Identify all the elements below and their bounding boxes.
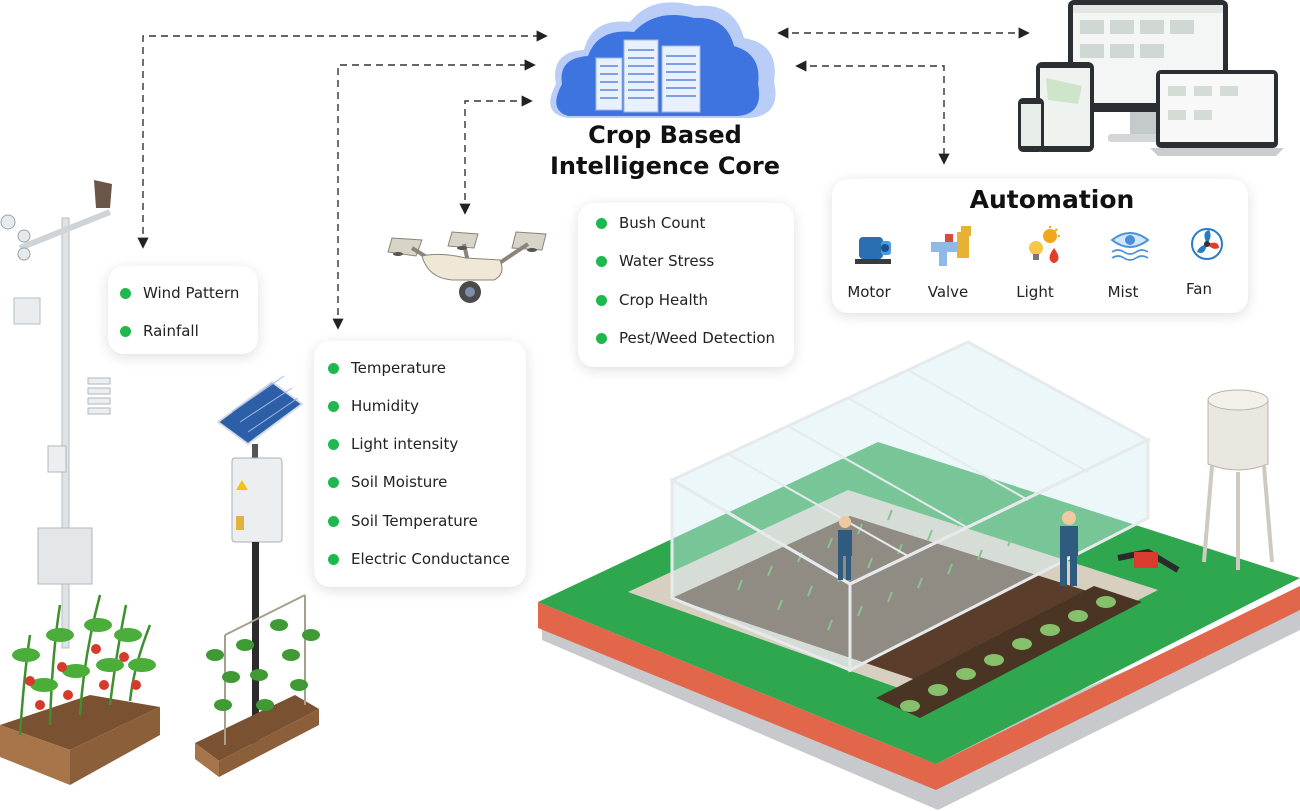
- fan-icon: [1191, 228, 1223, 260]
- tomato-plants-icon: [0, 594, 160, 785]
- list-item: Soil Temperature: [328, 512, 478, 530]
- item-label: Bush Count: [619, 214, 706, 232]
- farmer-icon: [838, 516, 852, 580]
- list-item: Electric Conductance: [328, 550, 510, 568]
- bullet-icon: [328, 362, 339, 374]
- list-item: Wind Pattern: [120, 284, 239, 302]
- bullet-icon: [328, 400, 339, 412]
- bean-plants-icon: [195, 594, 320, 777]
- item-label: Humidity: [351, 397, 420, 415]
- bullet-icon: [596, 217, 607, 229]
- list-item: Light intensity: [328, 435, 458, 453]
- farmer-icon: [1060, 511, 1078, 586]
- automation-card: Automation: [832, 179, 1248, 313]
- item-label: Rainfall: [143, 322, 199, 340]
- solar-sensor-icon: [216, 375, 304, 752]
- item-label: Wind Pattern: [143, 284, 240, 302]
- bullet-icon: [596, 255, 607, 267]
- drone-connector: [459, 95, 533, 215]
- weather-connector: [137, 30, 548, 249]
- automation-connector: [795, 60, 950, 165]
- mist-icon: [1110, 232, 1150, 261]
- item-label: Pest/Weed Detection: [619, 329, 776, 347]
- list-item: Soil Moisture: [328, 473, 447, 491]
- motor-icon: [855, 237, 891, 264]
- list-item: Pest/Weed Detection: [596, 329, 775, 347]
- item-label: Soil Temperature: [351, 512, 478, 530]
- greenhouse-scene-icon: [538, 340, 1300, 810]
- weather-card: Wind Pattern Rainfall: [108, 266, 258, 354]
- list-item: Temperature: [328, 359, 446, 377]
- bullet-icon: [596, 294, 607, 306]
- automation-label-mist: Mist: [1107, 283, 1139, 301]
- cloud-core-icon: [550, 2, 776, 118]
- core-title-line2: Intelligence Core: [549, 152, 781, 180]
- automation-label-fan: Fan: [1186, 280, 1212, 298]
- water-tank-icon: [1202, 389, 1274, 570]
- bullet-icon: [328, 553, 339, 565]
- item-label: Water Stress: [619, 252, 715, 270]
- list-item: Water Stress: [596, 252, 714, 270]
- bullet-icon: [328, 476, 339, 488]
- valve-icon: [931, 226, 971, 266]
- sensor-card: Temperature Humidity Light intensity Soi…: [314, 341, 526, 587]
- drone-icon: [387, 231, 547, 303]
- weather-station-icon: [0, 180, 112, 649]
- bullet-icon: [328, 438, 339, 450]
- bullet-icon: [120, 287, 131, 299]
- list-item: Humidity: [328, 397, 419, 415]
- list-item: Crop Health: [596, 291, 708, 309]
- automation-title: Automation: [969, 185, 1135, 214]
- devices-icon: [1018, 0, 1284, 156]
- item-label: Crop Health: [619, 291, 709, 309]
- bullet-icon: [328, 515, 339, 527]
- core-title: Crop Based Intelligence Core: [540, 120, 790, 182]
- list-item: Rainfall: [120, 322, 199, 340]
- item-label: Electric Conductance: [351, 550, 510, 568]
- automation-label-valve: Valve: [927, 283, 969, 301]
- bullet-icon: [120, 325, 131, 337]
- automation-label-motor: Motor: [847, 283, 891, 301]
- sensor-connector: [332, 59, 536, 330]
- item-label: Light intensity: [351, 435, 459, 453]
- item-label: Soil Moisture: [351, 473, 448, 491]
- bullet-icon: [596, 332, 607, 344]
- core-title-line1: Crop Based: [588, 121, 742, 149]
- list-item: Bush Count: [596, 214, 705, 232]
- light-icon: [1029, 226, 1060, 263]
- item-label: Temperature: [351, 359, 447, 377]
- automation-label-light: Light: [1016, 283, 1054, 301]
- drone-card: Bush Count Water Stress Crop Health Pest…: [578, 203, 794, 367]
